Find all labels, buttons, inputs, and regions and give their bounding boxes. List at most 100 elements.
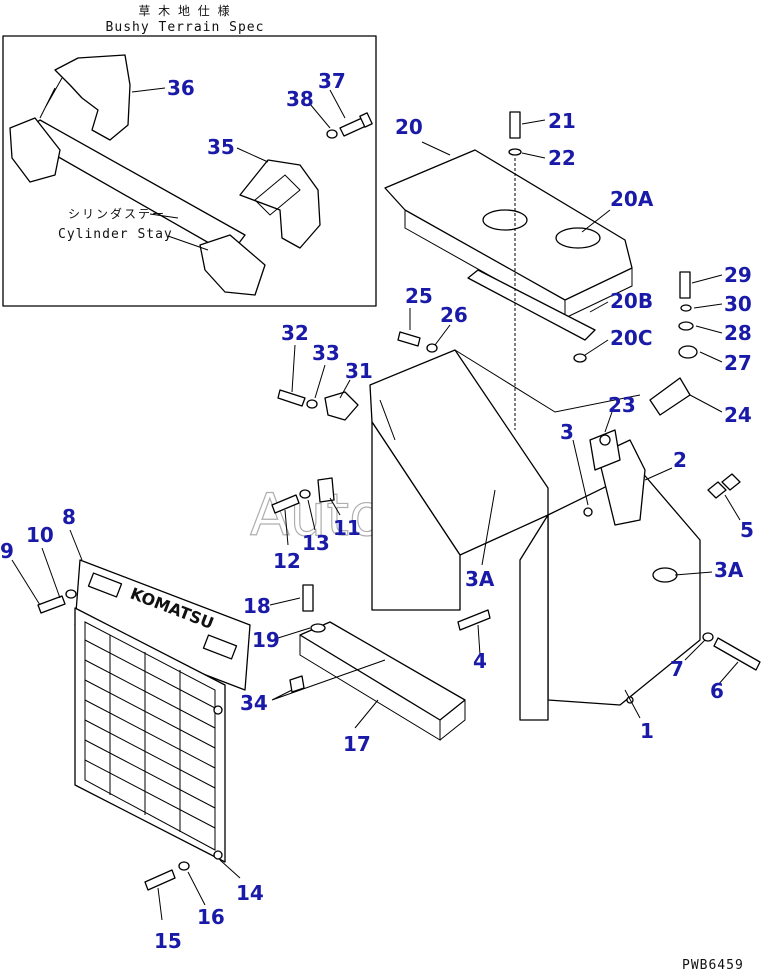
panel-8-slot-right: [202, 634, 238, 660]
plate-20b: [467, 269, 596, 341]
nut-3: [583, 507, 593, 517]
grille-frame: [74, 607, 226, 863]
washer-16: [178, 861, 190, 871]
bracket-17-edge: [299, 635, 466, 741]
frame-detail-lines: [379, 349, 641, 721]
callout-35: 35: [207, 135, 235, 159]
bolt-4: [457, 609, 491, 631]
callout-36: 36: [167, 76, 195, 100]
callout-16: 16: [197, 905, 225, 929]
callout-30: 30: [724, 292, 752, 316]
callout-20b: 20B: [610, 289, 653, 313]
top-cover-hole-20a: [482, 209, 528, 231]
leader-lines: [11, 87, 741, 921]
bolt-21: [509, 111, 521, 139]
washer-7: [702, 632, 714, 642]
top-cover-hole-right: [555, 227, 601, 249]
callout-27: 27: [724, 351, 752, 375]
front-panel-8: KOMATSU: [74, 559, 251, 691]
washer-38: [326, 129, 338, 139]
bracket-23: [589, 429, 621, 471]
callout-7: 7: [670, 657, 684, 681]
callout-37: 37: [318, 69, 346, 93]
callout-19: 19: [252, 628, 280, 652]
callout-17: 17: [343, 732, 371, 756]
panel-8-slot-left: [87, 572, 123, 598]
callout-3a-right: 3A: [714, 558, 744, 582]
callout-24: 24: [724, 403, 752, 427]
callout-3a-center: 3A: [465, 567, 495, 591]
washer-19: [310, 623, 326, 633]
right-hardware: [457, 271, 761, 671]
grille-inner-frame: [84, 621, 216, 851]
callout-5: 5: [740, 518, 754, 542]
callout-1: 1: [640, 719, 654, 743]
callout-14: 14: [236, 881, 264, 905]
bolt-29: [679, 271, 691, 299]
washer-13: [299, 489, 311, 499]
grille-clip-top: [213, 705, 223, 715]
inset-title-en: Bushy Terrain Spec: [106, 20, 265, 35]
grille-slats: [84, 639, 216, 829]
drawing-code: PWB6459: [682, 958, 744, 973]
washer-10: [65, 589, 77, 599]
callout-4: 4: [473, 649, 487, 673]
callout-22: 22: [548, 146, 576, 170]
callout-33: 33: [312, 341, 340, 365]
nut-23: [599, 434, 611, 446]
callout-34: 34: [240, 691, 268, 715]
callout-11: 11: [333, 516, 361, 540]
nut-5b: [721, 473, 741, 491]
frame-hole-3a: [652, 567, 678, 583]
frame-center-column: [371, 421, 461, 611]
callout-labels: 36 35 37 38 20 21 22 20A 20B 20C 29 30 2…: [0, 69, 754, 953]
callout-3: 3: [560, 420, 574, 444]
bracket-11: [317, 477, 335, 503]
washer-33: [306, 399, 318, 409]
bolt-12: [271, 494, 300, 514]
guard-35-bracket: [254, 174, 301, 216]
grille-clip-bottom: [213, 850, 223, 860]
cylinder-stay-label-en: Cylinder Stay: [58, 227, 173, 242]
spacer-27: [678, 345, 698, 359]
washer-26: [426, 343, 438, 353]
callout-23: 23: [608, 393, 636, 417]
cylinder-stay-label-jp: シリンダステー: [68, 206, 166, 221]
callout-10: 10: [26, 523, 54, 547]
callout-31: 31: [345, 359, 373, 383]
inset-frame: [2, 35, 377, 307]
seal-20c: [573, 353, 587, 363]
cylinder-stay-left-end: [9, 117, 61, 183]
callout-13: 13: [302, 531, 330, 555]
plate-31: [324, 391, 359, 421]
nut-34: [289, 675, 305, 693]
callout-18: 18: [243, 594, 271, 618]
bolt-6: [713, 637, 761, 671]
callout-2: 2: [673, 448, 687, 472]
frame-side-inner: [519, 514, 549, 721]
callout-12: 12: [273, 549, 301, 573]
callout-29: 29: [724, 263, 752, 287]
left-hardware: [271, 389, 359, 514]
callout-38: 38: [286, 87, 314, 111]
inset-title-jp: 草 木 地 仕 様: [138, 4, 231, 18]
washer-30: [680, 304, 692, 312]
bolt-25-group: [397, 331, 438, 353]
nut-5a: [707, 481, 727, 499]
main-frame: [369, 349, 701, 721]
bolt-32: [277, 389, 306, 407]
cylinder-stay-right-end: [199, 234, 266, 296]
bracket-24: [649, 377, 691, 416]
bolt-18: [302, 584, 314, 612]
bolt-25: [397, 331, 421, 347]
guard-36: [54, 54, 131, 141]
callout-6: 6: [710, 679, 724, 703]
callout-20a: 20A: [610, 187, 654, 211]
callout-9: 9: [0, 539, 14, 563]
bolt-9: [37, 595, 66, 614]
callout-20c: 20C: [610, 326, 653, 350]
bushy-terrain-inset: 草 木 地 仕 様 Bushy Terrain Spec シリンダステー Cyl…: [2, 4, 377, 307]
callout-28: 28: [724, 321, 752, 345]
callout-25: 25: [405, 284, 433, 308]
